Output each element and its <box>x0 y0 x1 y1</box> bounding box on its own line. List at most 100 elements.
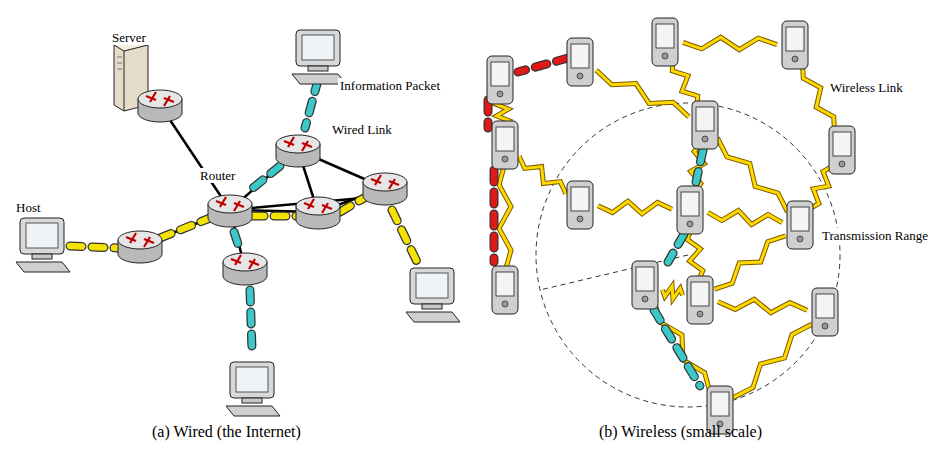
wireless-link <box>672 58 697 109</box>
pda-body <box>687 276 713 324</box>
pda-icon <box>692 101 718 149</box>
stand <box>242 398 262 403</box>
pda-body <box>492 121 518 169</box>
router-arrow <box>389 179 395 189</box>
router-icon <box>118 231 162 263</box>
information-packet-outline <box>340 198 364 212</box>
wireless-link-outline <box>672 58 697 109</box>
information-packet-outline <box>248 166 280 192</box>
keyboard <box>226 406 280 416</box>
information-packet-outline <box>252 212 298 221</box>
wireless-link <box>662 286 682 299</box>
wireless-link-outline <box>691 143 705 193</box>
wireless-link-outline <box>687 228 703 282</box>
pda-icon <box>652 18 678 66</box>
monitor <box>410 268 454 304</box>
router-arrow <box>144 237 150 247</box>
wireless-link <box>733 324 812 397</box>
pda-screen <box>786 27 804 51</box>
wireless-link <box>802 61 834 133</box>
pda-screen <box>681 192 699 216</box>
information-packet-outline <box>518 58 568 72</box>
stand <box>32 254 52 259</box>
pda-button <box>497 91 503 97</box>
router-arrow <box>130 233 136 243</box>
server-slot <box>117 63 122 64</box>
wireless-link <box>714 236 785 289</box>
device-label: Host <box>14 200 43 215</box>
pda-button <box>839 161 845 167</box>
router-arrow <box>164 96 170 106</box>
router-icon <box>208 195 252 227</box>
router-top <box>138 90 182 108</box>
router-label: Router <box>198 168 237 183</box>
pda-screen <box>791 207 809 231</box>
pda-icon <box>787 201 813 249</box>
router-top <box>208 195 252 213</box>
wireless-link-outline <box>654 300 710 394</box>
wireless-link <box>717 138 787 212</box>
information-packet <box>248 166 280 192</box>
pda-body <box>567 38 593 86</box>
router-top <box>296 197 340 215</box>
information-packet <box>392 210 420 268</box>
wireless-link-outline <box>499 163 511 272</box>
pda-button <box>502 156 508 162</box>
pda-body <box>632 261 658 309</box>
monitor <box>296 30 340 66</box>
pda-body <box>487 56 513 104</box>
wireless-link-outline <box>662 286 682 299</box>
wireless-link <box>598 201 672 214</box>
pda-icon <box>829 126 855 174</box>
screen <box>26 223 58 248</box>
pda-screen <box>833 132 851 156</box>
router-arrow <box>308 199 314 209</box>
computer-icon <box>292 30 346 84</box>
pda-button <box>577 216 583 222</box>
router-icon <box>138 90 182 122</box>
information-packet-outline <box>696 150 703 182</box>
router-arrow <box>234 201 240 211</box>
pda-body <box>812 288 838 336</box>
pda-screen <box>496 127 514 151</box>
server-slot <box>117 69 122 70</box>
subcaption: (b) Wireless (small scale) <box>597 424 764 439</box>
information-packet <box>305 80 318 128</box>
pda-body <box>692 101 718 149</box>
screen <box>302 35 334 60</box>
router-arrow <box>302 141 308 151</box>
information-packet-outline <box>70 246 118 248</box>
pda-button <box>642 296 648 302</box>
keyboard <box>16 262 70 272</box>
router-icon <box>296 197 340 229</box>
information-packet <box>696 150 703 182</box>
pda-button <box>822 323 828 329</box>
pda-icon <box>567 181 593 229</box>
link-label: Wireless Link <box>828 80 905 95</box>
wireless-link <box>499 163 511 272</box>
transmission-range-circle <box>536 103 840 407</box>
pda-screen <box>656 24 674 48</box>
wireless-link-outline <box>683 37 777 49</box>
wireless-link <box>519 156 566 194</box>
router-icon <box>276 135 320 167</box>
router-arrow <box>322 203 328 213</box>
pda-body <box>652 18 678 66</box>
pda-screen <box>571 44 589 68</box>
pda-body <box>782 21 808 69</box>
information-packet <box>668 234 684 262</box>
screen <box>416 273 448 298</box>
pda-screen <box>571 187 589 211</box>
packet-label: Information Packet <box>338 78 442 93</box>
information-packet-outline <box>490 170 499 262</box>
stand <box>422 304 442 309</box>
wireless-link <box>596 70 689 117</box>
pda-screen <box>711 392 729 416</box>
router-icon <box>363 173 407 205</box>
router-arrow <box>220 197 226 207</box>
information-packet <box>250 290 252 350</box>
wireless-link <box>683 37 777 49</box>
information-packet-outline <box>392 210 420 268</box>
router-top <box>363 173 407 191</box>
